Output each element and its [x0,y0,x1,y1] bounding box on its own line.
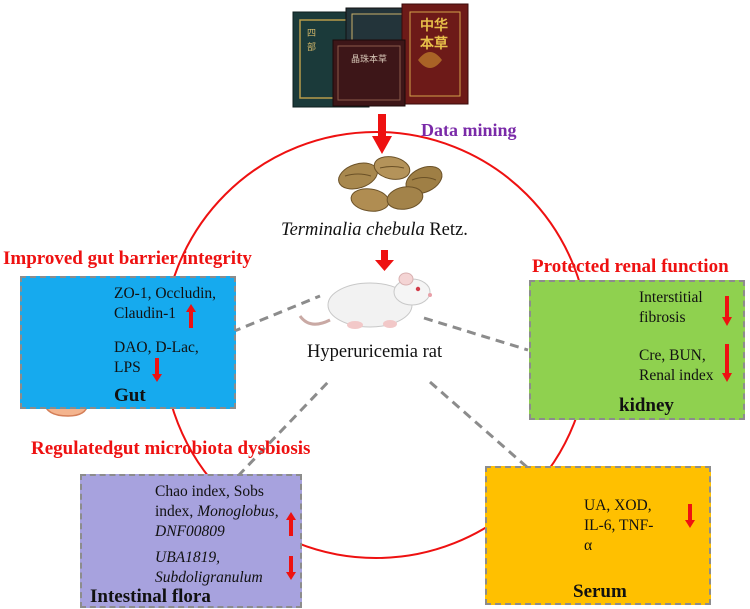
serum-line-1: UA, XOD, [584,497,652,514]
serum-down-arrow [685,504,695,528]
flora-up-arrow [286,512,296,536]
terminalia-fruit-image [338,156,443,212]
rat-image [298,272,432,329]
classical-books-image: 晶珠本草 四 部 中华 本草 [292,3,469,108]
flora-line-2-taxon: Monoglobus, [197,503,279,520]
serum-label: Serum [573,581,627,602]
connector-flora [236,378,332,478]
flora-line-1: Chao index, Sobs [155,483,264,500]
flora-panel: Chao index, Sobs index, Monoglobus, DNF0… [80,474,302,608]
gut-title: Improved gut barrier integrity [3,248,252,269]
serum-panel: UA, XOD, IL-6, TNF- α Serum [485,466,711,605]
gut-line-2: Claudin-1 [114,305,176,322]
svg-text:晶珠本草: 晶珠本草 [351,53,387,65]
serum-line-2: IL-6, TNF- [584,517,654,534]
flora-down-arrow [286,556,296,580]
data-mining-arrow [372,114,392,154]
gut-up-arrow [186,304,196,328]
kidney-down-arrow-1 [722,296,732,326]
gut-line-4: LPS [114,359,141,376]
flora-line-2-text: index, [155,503,194,520]
kidney-title: Protected renal function [532,256,729,277]
gut-line-3: DAO, D-Lac, [114,339,199,356]
gut-panel: ZO-1, Occludin, Claudin-1 DAO, D-Lac, LP… [20,276,236,409]
gut-down-arrow [152,358,162,382]
gut-label: Gut [114,385,146,406]
herb-to-rat-arrow [375,250,394,271]
gut-line-1: ZO-1, Occludin, [114,285,217,302]
kidney-label: kidney [619,395,674,416]
flora-line-4: UBA1819, [155,549,221,566]
svg-text:四: 四 [307,29,316,39]
connector-gut [231,294,321,334]
kidney-line-1: Interstitial [639,289,703,306]
kidney-line-3: Cre, BUN, [639,347,706,364]
svg-text:中华: 中华 [420,17,448,34]
flora-label: Intestinal flora [90,586,211,607]
flora-line-3: DNF00809 [155,523,225,540]
svg-text:部: 部 [307,41,316,53]
kidney-down-arrow-2 [722,344,732,382]
herb-authority: Retz. [424,220,468,240]
flora-title: Regulatedgut microbiota dysbiosis [31,438,311,459]
center-label: Hyperuricemia rat [307,342,443,362]
data-mining-label: Data mining [421,120,517,140]
svg-text:本草: 本草 [420,35,448,52]
herb-species: Terminalia chebula [281,220,425,240]
flora-line-2: index, Monoglobus, [155,502,279,522]
herb-name-label: Terminalia chebula Retz. [281,220,468,241]
serum-line-3: α [584,537,593,554]
flora-line-5: Subdoligranulum [155,569,263,586]
kidney-panel: Interstitial fibrosis Cre, BUN, Renal in… [529,280,745,420]
kidney-line-2: fibrosis [639,309,686,326]
connector-serum [429,380,529,470]
kidney-line-4: Renal index [639,367,714,384]
connector-kidney [423,316,529,352]
